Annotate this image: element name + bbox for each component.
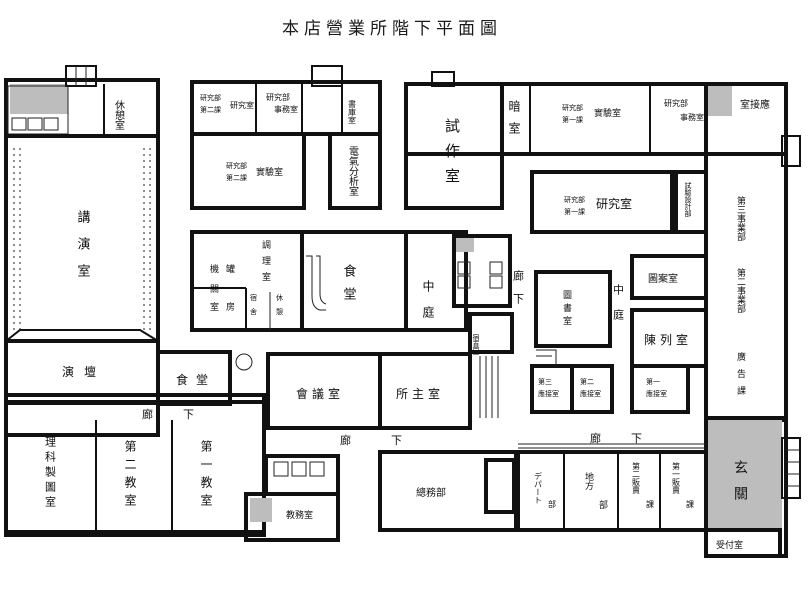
svg-text:理: 理 <box>262 256 271 267</box>
svg-text:陳列室: 陳列室 <box>644 332 692 347</box>
entrance <box>704 420 801 558</box>
svg-text:第二販賣: 第二販賣 <box>632 461 641 495</box>
svg-text:廣告課: 廣告課 <box>735 351 746 403</box>
svg-text:理科製圖室: 理科製圖室 <box>44 436 57 511</box>
svg-text:總務部: 總務部 <box>416 486 446 499</box>
svg-text:第二課: 第二課 <box>200 105 221 114</box>
svg-text:廊下: 廊下 <box>512 269 525 316</box>
svg-text:研究部: 研究部 <box>664 98 688 108</box>
svg-text:應接室: 應接室 <box>538 389 559 398</box>
svg-text:第一課: 第一課 <box>564 207 585 216</box>
svg-text:廊下: 廊下 <box>340 433 442 447</box>
svg-text:受付室: 受付室 <box>716 539 743 551</box>
svg-text:教務室: 教務室 <box>286 509 313 521</box>
svg-text:事務室: 事務室 <box>680 112 704 122</box>
classrooms <box>4 400 340 542</box>
svg-text:廊下: 廊下 <box>142 407 224 421</box>
svg-text:研究部: 研究部 <box>266 92 290 102</box>
svg-text:第二事業部: 第二事業部 <box>735 267 746 314</box>
svg-text:室接應: 室接應 <box>740 98 770 111</box>
svg-text:室: 室 <box>210 301 219 313</box>
svg-text:書庫室: 書庫室 <box>348 99 357 124</box>
room-labels: 休憩室 研究部 第二課 研究室 研究部 事務室 書庫室 研究部 第二課 實驗室 … <box>44 92 771 551</box>
svg-text:研究部: 研究部 <box>562 103 583 112</box>
svg-text:第二教室: 第二教室 <box>123 440 137 512</box>
svg-text:應接室: 應接室 <box>646 389 667 398</box>
svg-text:宿: 宿 <box>250 293 257 302</box>
svg-text:試作室: 試作室 <box>443 118 461 193</box>
svg-text:講演室: 講演室 <box>75 209 91 291</box>
lower-offices <box>378 443 708 532</box>
svg-text:課: 課 <box>646 499 655 509</box>
svg-text:休: 休 <box>276 293 283 302</box>
svg-text:第三事業部: 第三事業部 <box>735 195 746 242</box>
svg-text:舍: 舍 <box>250 307 257 316</box>
svg-text:第一課: 第一課 <box>562 115 583 124</box>
svg-text:圖案室: 圖案室 <box>648 272 678 285</box>
svg-text:玄關: 玄關 <box>732 459 748 512</box>
svg-text:所主室: 所主室 <box>396 386 444 401</box>
svg-text:研究部: 研究部 <box>564 195 585 204</box>
svg-text:食堂: 食堂 <box>176 372 216 387</box>
room-research-2-dept: 研究部 <box>200 93 221 102</box>
right-middle <box>530 254 708 414</box>
svg-text:憩: 憩 <box>276 307 283 316</box>
svg-text:電氣分析室: 電氣分析室 <box>347 146 359 196</box>
svg-text:中庭: 中庭 <box>612 284 625 334</box>
svg-text:房: 房 <box>226 301 235 313</box>
svg-text:研究部: 研究部 <box>226 161 247 170</box>
svg-text:宿直室: 宿直室 <box>472 333 480 355</box>
page-title: 本店營業所階下平面圖 <box>282 19 502 39</box>
svg-text:食堂: 食堂 <box>341 263 357 310</box>
svg-text:第一: 第一 <box>646 377 660 386</box>
svg-text:デパート: デパート <box>534 471 543 504</box>
svg-text:會議室: 會議室 <box>296 386 344 401</box>
toilet-block <box>452 234 514 418</box>
svg-text:實驗室: 實驗室 <box>256 166 283 178</box>
lower-middle <box>156 350 472 430</box>
svg-text:中庭: 中庭 <box>421 279 435 332</box>
svg-text:實驗室: 實驗室 <box>594 107 621 119</box>
svg-text:暗室: 暗室 <box>507 99 521 144</box>
svg-text:部: 部 <box>548 499 557 509</box>
right-research-wing <box>529 82 801 234</box>
svg-text:第二: 第二 <box>580 377 594 386</box>
svg-text:部: 部 <box>597 499 608 510</box>
svg-text:事務室: 事務室 <box>274 104 298 114</box>
svg-text:第一教室: 第一教室 <box>199 440 213 512</box>
svg-text:關: 關 <box>210 284 219 295</box>
svg-text:室: 室 <box>262 271 271 283</box>
svg-text:圖書室: 圖書室 <box>561 290 572 329</box>
rest-wing <box>4 65 160 138</box>
svg-text:應接室: 應接室 <box>580 389 601 398</box>
svg-text:試驗設計部: 試驗設計部 <box>684 181 692 218</box>
svg-text:第二課: 第二課 <box>226 173 247 182</box>
svg-text:課: 課 <box>686 499 695 509</box>
center-block <box>190 230 468 332</box>
room-rest: 休憩室 <box>113 100 125 130</box>
svg-text:演壇: 演壇 <box>62 364 106 379</box>
svg-text:第一販賣: 第一販賣 <box>672 461 681 495</box>
svg-text:第三: 第三 <box>538 377 552 386</box>
svg-text:地方: 地方 <box>583 471 594 491</box>
svg-text:研究室: 研究室 <box>230 100 254 110</box>
research-wing <box>190 65 504 210</box>
svg-text:廊下: 廊下 <box>590 431 672 445</box>
svg-text:罐: 罐 <box>226 263 235 275</box>
room-research-1: 研究室 <box>596 196 632 211</box>
svg-text:調: 調 <box>262 239 271 251</box>
svg-text:機: 機 <box>210 263 219 275</box>
